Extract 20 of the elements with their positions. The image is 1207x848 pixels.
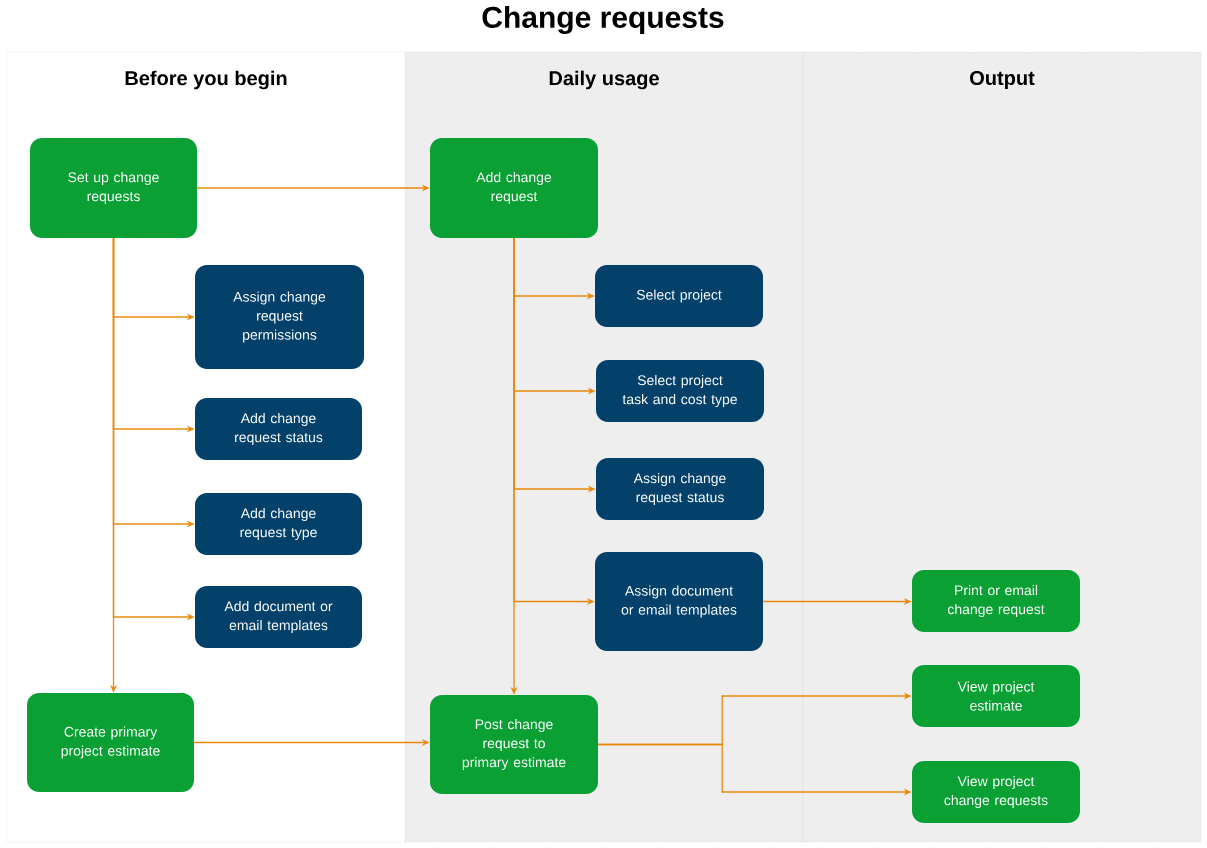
process-box: Add change request [430, 138, 598, 238]
column-heading: Output [970, 70, 1035, 90]
process-box: Assign change request status [596, 458, 764, 520]
process-box: View project change requests [912, 761, 1080, 823]
process-box: Print or email change request [912, 570, 1080, 632]
process-box: Add change request status [195, 398, 362, 460]
process-box: View project estimate [912, 665, 1080, 727]
process-box: Add change request type [195, 493, 362, 555]
title: Change requests [482, 5, 724, 35]
process-box: Set up change requests [30, 138, 197, 238]
process-box: Assign change request permissions [195, 265, 364, 369]
column-panel [802, 51, 1202, 843]
process-box: Select project [595, 265, 763, 327]
process-box: Post change request to primary estimate [430, 695, 598, 794]
process-box: Create primary project estimate [27, 693, 194, 792]
column-heading: Before you begin [125, 70, 287, 90]
process-box: Select project task and cost type [596, 360, 764, 422]
process-box: Assign document or email templates [595, 552, 763, 651]
process-box: Add document or email templates [195, 586, 362, 648]
column-heading: Daily usage [549, 70, 659, 90]
